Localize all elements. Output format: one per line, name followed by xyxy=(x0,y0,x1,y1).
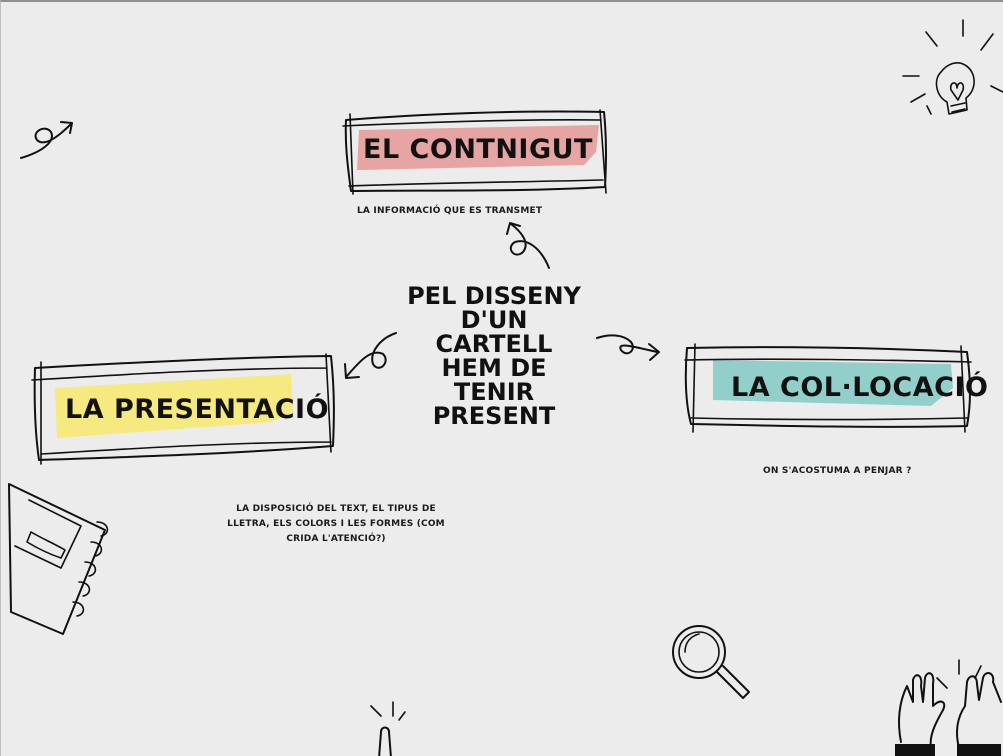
presentation-description-line: LLETRA, ELS COLORS I LES FORMES (COM xyxy=(201,517,471,532)
curly-arrow-icon xyxy=(21,122,72,158)
arrow-to-content xyxy=(507,223,549,268)
center-title: PEL DISSENY D'UN CARTELL HEM DE TENIR PR… xyxy=(401,284,587,428)
center-title-line: D'UN CARTELL xyxy=(401,308,587,356)
arrow-to-placement xyxy=(597,335,659,360)
content-node-description: LA INFORMACIÓ QUE ES TRANSMET xyxy=(357,206,542,216)
presentation-description-line: CRIDA L'ATENCIÓ?) xyxy=(201,532,471,547)
hands-icon xyxy=(895,660,1001,756)
center-title-line: PRESENT xyxy=(401,404,587,428)
presentation-node-title: LA PRESENTACIÓ xyxy=(65,394,329,425)
pointing-hand-icon xyxy=(371,702,405,756)
presentation-description-line: LA DISPOSICIÓ DEL TEXT, EL TIPUS DE xyxy=(201,502,471,517)
placement-node-description: ON S'ACOSTUMA A PENJAR ? xyxy=(763,466,912,476)
center-title-line: PEL DISSENY xyxy=(401,284,587,308)
arrow-to-presentation xyxy=(345,333,396,378)
center-title-line: HEM DE TENIR xyxy=(401,356,587,404)
placement-node-title: LA COL·LOCACIÓ xyxy=(731,372,988,403)
presentation-node-description: LA DISPOSICIÓ DEL TEXT, EL TIPUS DE LLET… xyxy=(201,502,471,547)
content-node-title: EL CONTNIGUT xyxy=(363,134,593,165)
magnifier-icon xyxy=(673,626,749,698)
notebook-icon xyxy=(9,484,107,634)
lightbulb-icon xyxy=(903,20,1003,114)
